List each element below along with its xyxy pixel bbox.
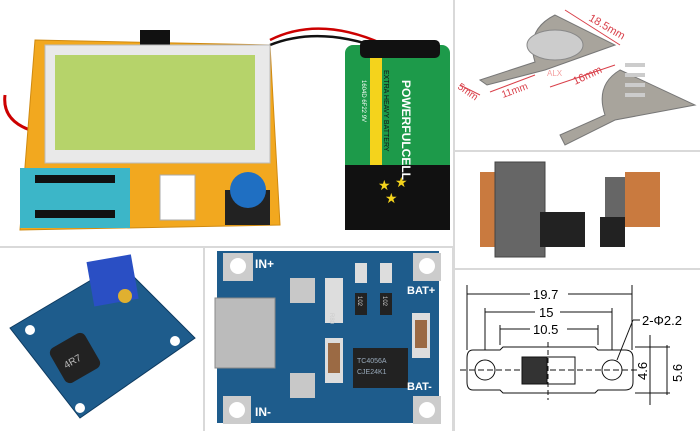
slide-switch-image bbox=[480, 161, 660, 258]
switch-drawing-panel: 19.7 15 10.5 2-Φ2.2 4.6 5.6 bbox=[455, 270, 700, 431]
tester-image: POWERFULCELL EXTRA HEAVY BATTERY 1604D 6… bbox=[3, 27, 450, 231]
battery-contacts-panel: 18.5mm 5mm 11mm 16mm ALX bbox=[455, 0, 700, 150]
svg-text:★: ★ bbox=[395, 174, 408, 190]
boost-module-panel: 4R7 bbox=[0, 248, 203, 431]
chip-marking-2: CJE24K1 bbox=[357, 369, 387, 376]
charger-module-image: TC4056A CJE24K1 R80 102 102 IN+ IN- BAT+… bbox=[214, 251, 441, 424]
dim-overall: 19.7 bbox=[533, 287, 558, 302]
battery-subtitle: EXTRA HEAVY BATTERY bbox=[382, 70, 389, 152]
label-in-plus: IN+ bbox=[255, 257, 274, 271]
charger-module-panel: TC4056A CJE24K1 R80 102 102 IN+ IN- BAT+… bbox=[205, 248, 452, 431]
battery-model: 1604D 6F22 9V bbox=[360, 80, 366, 122]
switch-drawing-image: 19.7 15 10.5 2-Φ2.2 4.6 5.6 bbox=[460, 285, 685, 405]
label-in-minus: IN- bbox=[255, 405, 271, 419]
dim-5mm: 5mm bbox=[455, 81, 480, 103]
svg-text:★: ★ bbox=[385, 190, 398, 206]
battery: POWERFULCELL EXTRA HEAVY BATTERY 1604D 6… bbox=[345, 40, 450, 230]
resistor-102-a: 102 bbox=[356, 296, 362, 307]
chip-marking-1: TC4056A bbox=[357, 358, 387, 365]
label-bat-minus: BAT- bbox=[407, 381, 432, 393]
dim-holes: 2-Φ2.2 bbox=[642, 313, 682, 328]
dim-16mm: 16mm bbox=[571, 64, 604, 88]
dim-hole-spacing: 15 bbox=[539, 305, 553, 320]
slide-switch-panel bbox=[455, 152, 700, 268]
dim-11mm: 11mm bbox=[500, 81, 529, 101]
dim-height-outer: 5.6 bbox=[670, 364, 685, 382]
battery-contacts-image: 18.5mm 5mm 11mm 16mm ALX bbox=[455, 9, 697, 146]
tester-panel: POWERFULCELL EXTRA HEAVY BATTERY 1604D 6… bbox=[0, 0, 453, 246]
resistor-102-b: 102 bbox=[381, 296, 387, 307]
watermark: ALX bbox=[547, 69, 563, 78]
dim-height-inner: 4.6 bbox=[635, 362, 650, 380]
boost-module-image: 4R7 bbox=[9, 254, 196, 419]
dim-slot: 10.5 bbox=[533, 322, 558, 337]
battery-brand: POWERFULCELL bbox=[399, 80, 413, 180]
label-bat-plus: BAT+ bbox=[407, 285, 435, 297]
svg-text:★: ★ bbox=[378, 177, 391, 193]
resistor-r80: R80 bbox=[328, 313, 334, 325]
